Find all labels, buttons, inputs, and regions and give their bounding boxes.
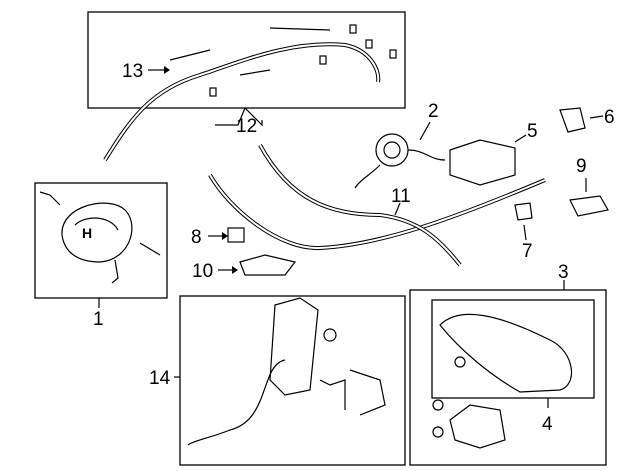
curtain-airbag-group-box	[87, 11, 406, 109]
callout-7: 7	[522, 241, 533, 262]
side-airbag-group-box	[179, 295, 406, 466]
bolt	[39, 191, 61, 206]
leader-12b	[244, 107, 263, 127]
bolt	[139, 242, 161, 256]
callout-11: 11	[391, 186, 411, 207]
sensor-9-part	[569, 195, 609, 217]
curtain-brackets	[169, 27, 331, 76]
arrow-10	[232, 266, 238, 274]
leader-6	[589, 115, 604, 119]
leader-11	[394, 202, 401, 216]
clip	[349, 24, 357, 34]
callout-14: 14	[149, 368, 171, 389]
side-airbag-part	[269, 297, 319, 396]
harness-11b-part	[258, 144, 462, 267]
sensor-8-part	[227, 227, 245, 243]
clip	[209, 87, 217, 97]
callout-13: 13	[122, 61, 143, 82]
side-airbag-harness	[187, 359, 286, 446]
driver-airbag-group-box	[34, 182, 168, 299]
callout-8: 8	[191, 227, 202, 248]
bracket-10-part	[239, 254, 297, 276]
callout-9: 9	[576, 156, 587, 177]
callout-4: 4	[542, 414, 553, 435]
knee-airbag-part	[449, 404, 506, 449]
callout-1: 1	[93, 309, 104, 330]
leader-7	[523, 224, 527, 241]
callout-2: 2	[428, 101, 439, 122]
arrow-8	[222, 232, 228, 240]
sensor-6-part	[559, 107, 586, 133]
leader-12	[215, 107, 246, 126]
callout-12: 12	[236, 116, 257, 137]
passenger-airbag-group-box	[409, 289, 607, 466]
passenger-airbag-part	[439, 313, 573, 393]
clip	[365, 39, 373, 49]
clip	[389, 49, 397, 59]
callout-5: 5	[527, 121, 538, 142]
sensor-7-part	[514, 202, 533, 221]
logo-mark: H	[82, 225, 92, 241]
callout-10: 10	[192, 261, 213, 282]
driver-airbag-part	[61, 202, 133, 263]
leader-2	[419, 121, 431, 141]
leader-5	[514, 134, 527, 143]
srs-unit-part	[449, 139, 516, 186]
clip	[319, 55, 327, 65]
arrow-13	[164, 66, 170, 74]
passenger-airbag-inner-box	[431, 299, 595, 399]
harness-11-part	[208, 174, 546, 251]
callout-3: 3	[558, 262, 569, 283]
callout-6: 6	[604, 107, 615, 128]
